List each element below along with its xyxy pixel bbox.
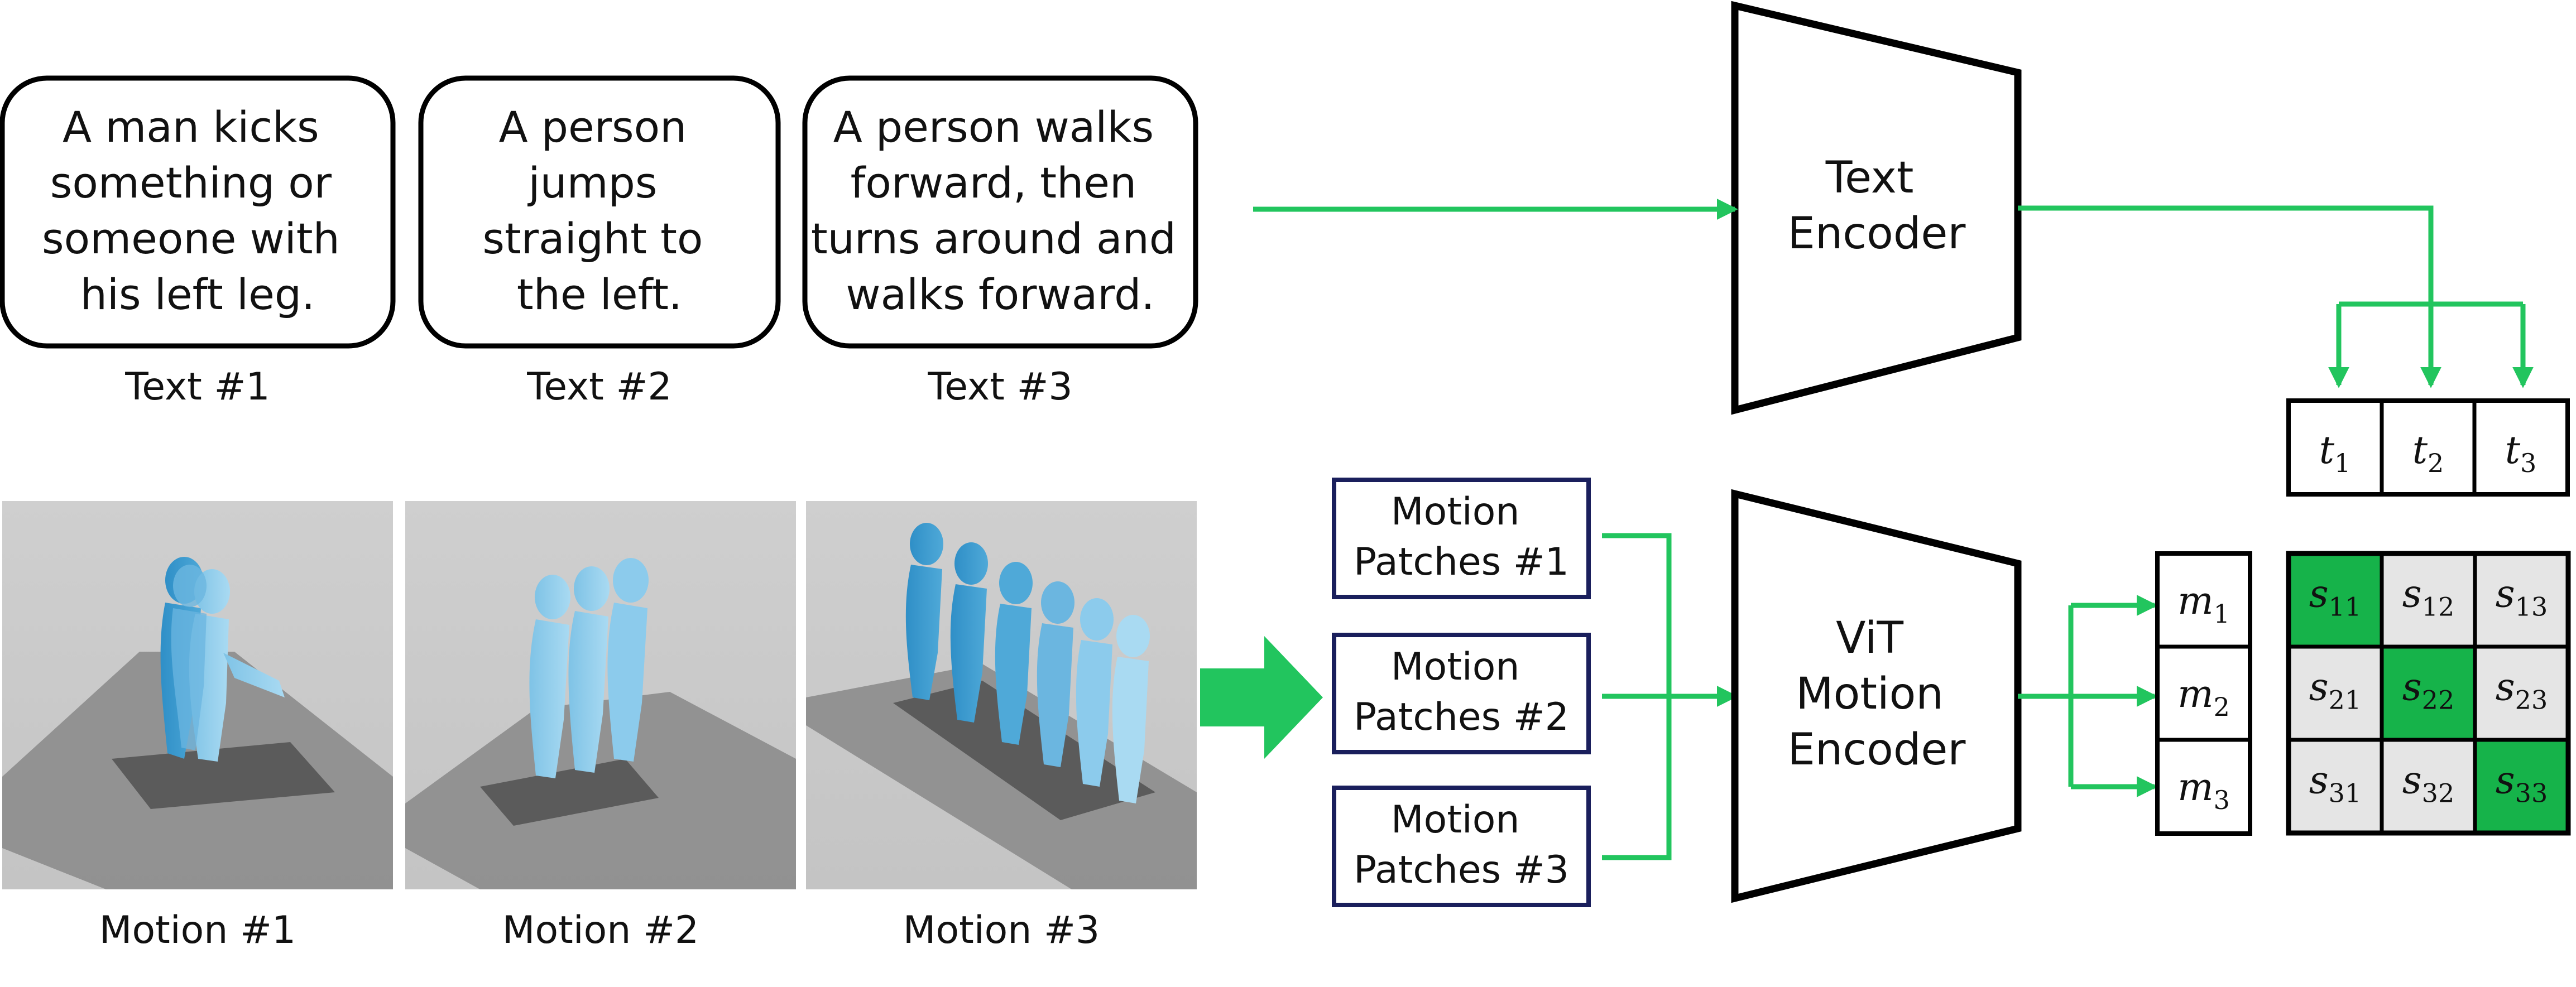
similarity-cell-23 (2473, 644, 2570, 742)
motion-image-3 (806, 501, 1197, 889)
motion-encoder-trapezoid (1731, 489, 2022, 903)
svg-text:Motion Patches #1: Motion Patches #1 (1354, 490, 1569, 584)
text-caption-3: Text #3 (927, 365, 1072, 409)
arrow-encoder-to-motion-embeddings (2018, 595, 2158, 797)
similarity-cell-21 (2286, 644, 2384, 742)
text-box-1: A man kicks something or someone with hi… (0, 75, 396, 349)
text-encoder-trapezoid (1731, 1, 2022, 415)
motion-3-figures (905, 523, 1150, 803)
similarity-matrix: s11 s12 s13 s21 s22 s23 s31 s32 s33 (2286, 551, 2571, 836)
text-encoder-label: Text Encoder (1788, 153, 1966, 259)
motion-embedding-m1: m1 (2177, 579, 2230, 629)
similarity-label-33: s33 (2496, 759, 2548, 808)
motion-1-figures (160, 557, 285, 762)
text-embedding-t2: t2 (2412, 428, 2444, 478)
motion-patches-2: Motion Patches #2 (1332, 633, 1591, 754)
motion-caption-2: Motion #2 (502, 908, 699, 952)
motion-image-2 (405, 501, 796, 889)
text-embedding-t3: t3 (2505, 428, 2537, 478)
text-box-1-body: A man kicks something or someone with hi… (42, 102, 353, 319)
similarity-label-11: s11 (2309, 572, 2361, 622)
similarity-label-31: s31 (2309, 759, 2361, 808)
similarity-cell-32 (2380, 738, 2477, 835)
svg-text:Motion Patches #2: Motion Patches #2 (1354, 645, 1569, 739)
similarity-label-13: s13 (2496, 572, 2548, 622)
motion-embedding-m2: m2 (2177, 672, 2230, 722)
motion-embedding-m3: m3 (2177, 765, 2230, 815)
similarity-label-32: s32 (2402, 759, 2454, 808)
arrow-encoder-to-text-embeddings (2018, 205, 2534, 388)
motion-encoder-label: ViT Motion Encoder (1788, 613, 1966, 775)
similarity-cell-22 (2380, 644, 2477, 742)
text-embeddings: t1 t2 t3 (2286, 398, 2570, 497)
motion-caption-1: Motion #1 (99, 908, 296, 952)
svg-text:Motion Patches #3: Motion Patches #3 (1354, 798, 1569, 892)
motion-2-figures (529, 558, 649, 778)
similarity-cell-33 (2473, 738, 2570, 835)
text-box-3-body: A person walks forward, then turns aroun… (811, 102, 1189, 319)
similarity-matrix-border (2286, 551, 2571, 836)
text-box-3: A person walks forward, then turns aroun… (802, 75, 1198, 349)
similarity-label-21: s21 (2309, 666, 2361, 715)
text-box-2-body: A person jumps straight to the left. (482, 102, 716, 319)
text-caption-1: Text #1 (124, 365, 270, 409)
similarity-label-12: s12 (2402, 572, 2454, 622)
motion-embeddings: m1 m2 m3 (2155, 551, 2252, 836)
big-flow-arrow (1200, 636, 1323, 759)
text-caption-2: Text #2 (526, 365, 671, 409)
text-box-2: A person jumps straight to the left. (418, 75, 781, 349)
motion-patches-3: Motion Patches #3 (1332, 786, 1591, 907)
arrow-patches-to-encoder (1602, 533, 1738, 860)
similarity-label-23: s23 (2496, 666, 2548, 715)
motion-patches-1: Motion Patches #1 (1332, 478, 1591, 599)
motion-caption-3: Motion #3 (903, 908, 1100, 952)
similarity-label-22: s22 (2402, 666, 2454, 715)
motion-image-1 (2, 501, 393, 889)
text-embedding-t1: t1 (2319, 428, 2351, 478)
